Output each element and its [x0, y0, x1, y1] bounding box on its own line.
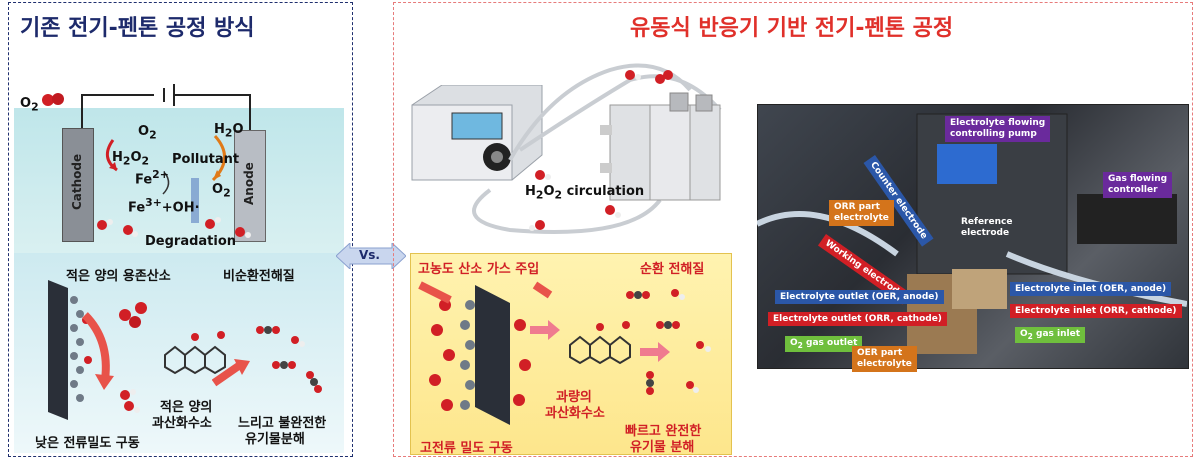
degradation-label: Degradation — [145, 234, 237, 249]
slow-degradation-label-2: 유기물분해 — [245, 432, 305, 447]
cathode-electrode — [62, 128, 94, 242]
fast-degradation-label-1: 빠르고 완전한 — [625, 424, 702, 439]
left-panel — [8, 2, 353, 457]
o2-reactant-label: O2 — [138, 124, 157, 142]
circulating-electrolyte-label: 순환 전해질 — [640, 262, 705, 277]
right-title: 유동식 반응기 기반 전기-펜톤 공정 — [630, 16, 954, 41]
pollutant-molecule-icon — [164, 331, 226, 375]
o2-top-label: O2 — [20, 96, 39, 114]
orange-arrow-icon — [212, 359, 250, 387]
low-current-electrode-icon — [48, 280, 92, 420]
excess-h2o2-label-1: 과량의 — [556, 390, 592, 405]
left-molecules-icon — [119, 302, 147, 413]
co2-products-icon — [256, 326, 322, 393]
small-h2o2-label-1: 적은 양의 — [160, 400, 213, 415]
slow-degradation-label-1: 느리고 불완전한 — [238, 416, 327, 431]
red-arrow-down-icon — [82, 312, 114, 390]
vs-label: Vs. — [359, 248, 380, 262]
pollutant-label: Pollutant — [172, 152, 240, 167]
electrolyte-inlet-oer-tag: Electrolyte inlet (OER, anode) — [1010, 282, 1172, 296]
high-oxygen-label: 고농도 산소 가스 주입 — [418, 262, 540, 277]
fe2-label: Fe2+ — [135, 168, 169, 188]
degradation-molecules-icon — [97, 217, 251, 238]
h2o-label: H2O — [214, 122, 244, 140]
o2-gas-inlet-tag: O2 gas inlet — [1015, 327, 1085, 343]
electrolyte-outlet-oer-tag: Electrolyte outlet (OER, anode) — [775, 290, 944, 304]
vs-arrow — [336, 243, 406, 269]
h2o2-circulation-label: H2O2 circulation — [525, 184, 645, 202]
pollutant-molecule-right-icon — [569, 321, 631, 365]
o2-gas-outlet-tag: O2 gas outlet — [785, 336, 863, 352]
flow-reactor-icon — [600, 92, 721, 201]
electrolyte-inlet-orr-tag: Electrolyte inlet (ORR, cathode) — [1010, 304, 1182, 318]
o2-product-label: O2 — [212, 182, 231, 200]
pink-arrow-2-icon — [640, 342, 670, 362]
excess-h2o2-label-2: 과산화수소 — [545, 406, 605, 421]
small-h2o2-label-2: 과산화수소 — [152, 416, 212, 431]
fe3-oh-label: Fe3++OH· — [128, 196, 200, 216]
o2-molecule-icon — [42, 93, 64, 106]
peristaltic-pump-icon — [411, 85, 543, 181]
right-panel — [393, 2, 1193, 457]
low-current-label: 낮은 전류밀도 구동 — [35, 436, 140, 451]
tank-lower-region — [14, 253, 344, 453]
co2-products-right-icon — [626, 289, 711, 395]
low-oxygen-label: 적은 양의 용존산소 — [66, 269, 171, 284]
high-current-label: 고전류 밀도 구동 — [420, 441, 513, 456]
electrolyte-outlet-orr-tag: Electrolyte outlet (ORR, cathode) — [768, 312, 947, 326]
left-title: 기존 전기-펜톤 공정 방식 — [20, 16, 255, 41]
cathode-label: Cathode — [70, 153, 84, 210]
high-current-electrode-icon — [418, 281, 553, 425]
reaction-arrows — [105, 134, 226, 223]
fast-degradation-label-2: 유기물 분해 — [630, 440, 695, 455]
anode-electrode — [234, 130, 266, 242]
anode-label: Anode — [242, 162, 256, 205]
h2o2-label: H2O2 — [112, 150, 150, 168]
right-molecules-icon — [529, 70, 673, 231]
pink-arrow-icon — [530, 320, 560, 340]
non-circulating-label: 비순환전해질 — [223, 269, 295, 284]
circuit-wire — [81, 84, 251, 130]
